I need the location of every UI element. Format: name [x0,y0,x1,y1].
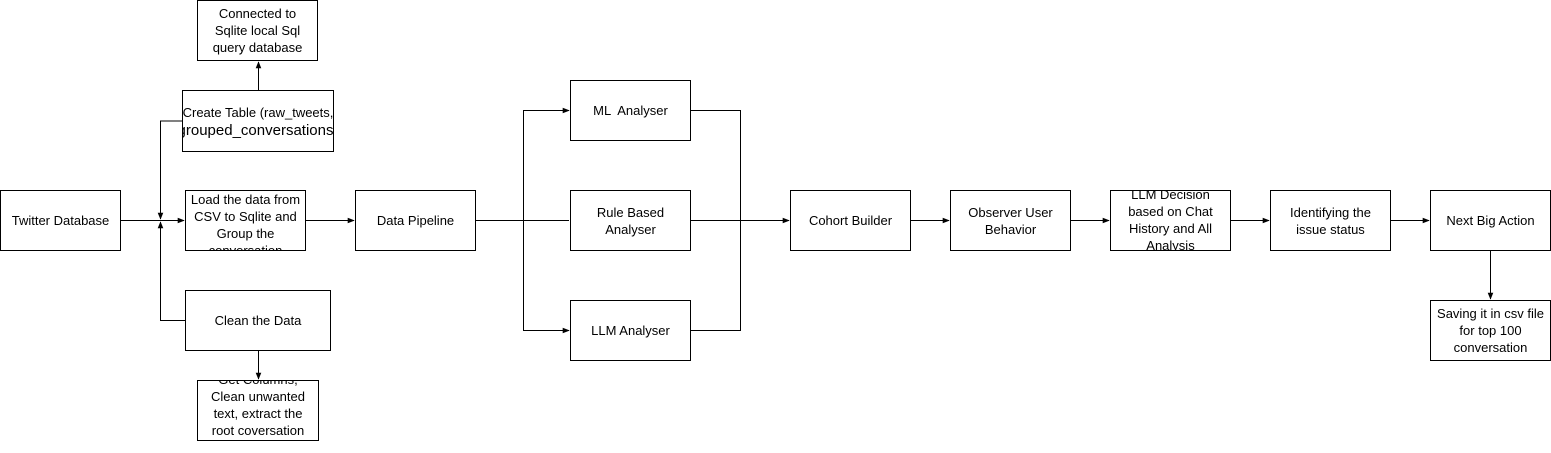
node-connected-sqlite: Connected to Sqlite local Sql query data… [197,0,318,61]
node-label-line: Behavior [984,221,1037,237]
node-label-line: Load the data from [190,192,301,207]
node-llm-decision: LLM Decision based on Chat History and A… [1110,190,1231,251]
node-label-line: History and All [1128,221,1213,236]
node-label-line: Group the [216,226,275,241]
node-create-table: Create Table (raw_tweets, grouped_conver… [182,90,334,152]
node-label: Cohort Builder [808,213,893,228]
edge-clean-to-load [157,221,185,321]
node-label: LLM Analyser [591,323,670,338]
node-llm-analyser: LLM Analyser [570,300,691,361]
node-label-line: query database [212,40,303,55]
node-next-big-action: Next Big Action [1430,190,1551,251]
node-label-line: conversation [208,243,283,251]
node-label-line: Connected to [218,6,297,21]
node-label-line: root coversation [211,423,305,438]
node-label-line: Clean unwanted [211,389,305,404]
node-label-line: Saving it in csv file [1437,306,1544,321]
node-label-line: conversation [1453,340,1528,355]
edge-pipeline-to-ml [476,107,570,221]
node-load-data: Load the data from CSV to Sqlite and Gro… [185,190,306,251]
node-saving-csv: Saving it in csv file for top 100 conver… [1430,300,1551,361]
node-label: ML Analyser [593,103,668,118]
node-label-line: Get Columns, [211,381,305,388]
edge-llm-to-cohort [691,220,741,331]
node-cohort-builder: Cohort Builder [790,190,911,251]
node-label-line: Analyser [605,221,656,237]
node-label-line: based on Chat [1128,204,1213,219]
node-label-line: Rule Based [596,204,665,220]
node-label-line: CSV to Sqlite and [194,209,297,224]
edge-pipeline-to-llm [523,220,570,334]
node-clean-data: Clean the Data [185,290,331,351]
node-data-pipeline: Data Pipeline [355,190,476,251]
node-twitter-database: Twitter Database [0,190,121,251]
edge-create-to-load [157,120,182,220]
node-label: Next Big Action [1446,213,1535,228]
node-label-line: started [211,439,305,440]
node-ml-analyser: ML Analyser [570,80,691,141]
node-identifying-issue-status: Identifying the issue status [1270,190,1391,251]
node-label-line: Sqlite local Sql [214,23,301,38]
node-label: Clean the Data [214,313,302,328]
node-label-line: Identifying the [1290,204,1371,220]
node-label-line: Analysis [1146,238,1195,251]
node-observer-user-behavior: Observer User Behavior [950,190,1071,251]
node-label-line: Observer User [968,204,1053,220]
node-label-line: LLM Decision [1131,190,1210,202]
node-label-line: issue status [1296,221,1365,237]
node-label-line: for top 100 [1459,323,1522,338]
node-label: Twitter Database [11,213,110,228]
node-rule-based-analyser: Rule Based Analyser [570,190,691,251]
node-label-line: grouped_conversations) [182,122,334,139]
node-label: Data Pipeline [376,213,455,228]
edge-ml-to-cohort [691,110,741,221]
node-label-line: Create Table (raw_tweets, [182,105,334,120]
node-get-columns: Get Columns, Clean unwanted text, extrac… [197,380,319,441]
node-label-line: text, extract the [213,406,303,421]
